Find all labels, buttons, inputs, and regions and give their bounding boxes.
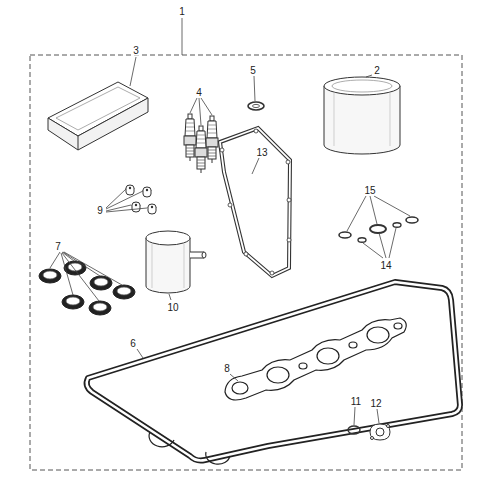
callout-number: 12 (369, 398, 382, 409)
callout-number: 15 (363, 185, 376, 196)
callout-number: 3 (132, 45, 140, 56)
callout-number: 1 (178, 6, 186, 17)
callout-number: 9 (96, 205, 104, 216)
callout-number: 2 (373, 65, 381, 76)
callout-number: 14 (379, 260, 392, 271)
callout-number: 13 (255, 147, 268, 158)
callout-number: 5 (249, 65, 257, 76)
callout-number: 6 (129, 338, 137, 349)
callout-number: 7 (54, 241, 62, 252)
callout-number: 8 (223, 363, 231, 374)
callout-number: 4 (195, 87, 203, 98)
callout-number: 11 (350, 396, 362, 407)
callout-number: 10 (166, 302, 179, 313)
